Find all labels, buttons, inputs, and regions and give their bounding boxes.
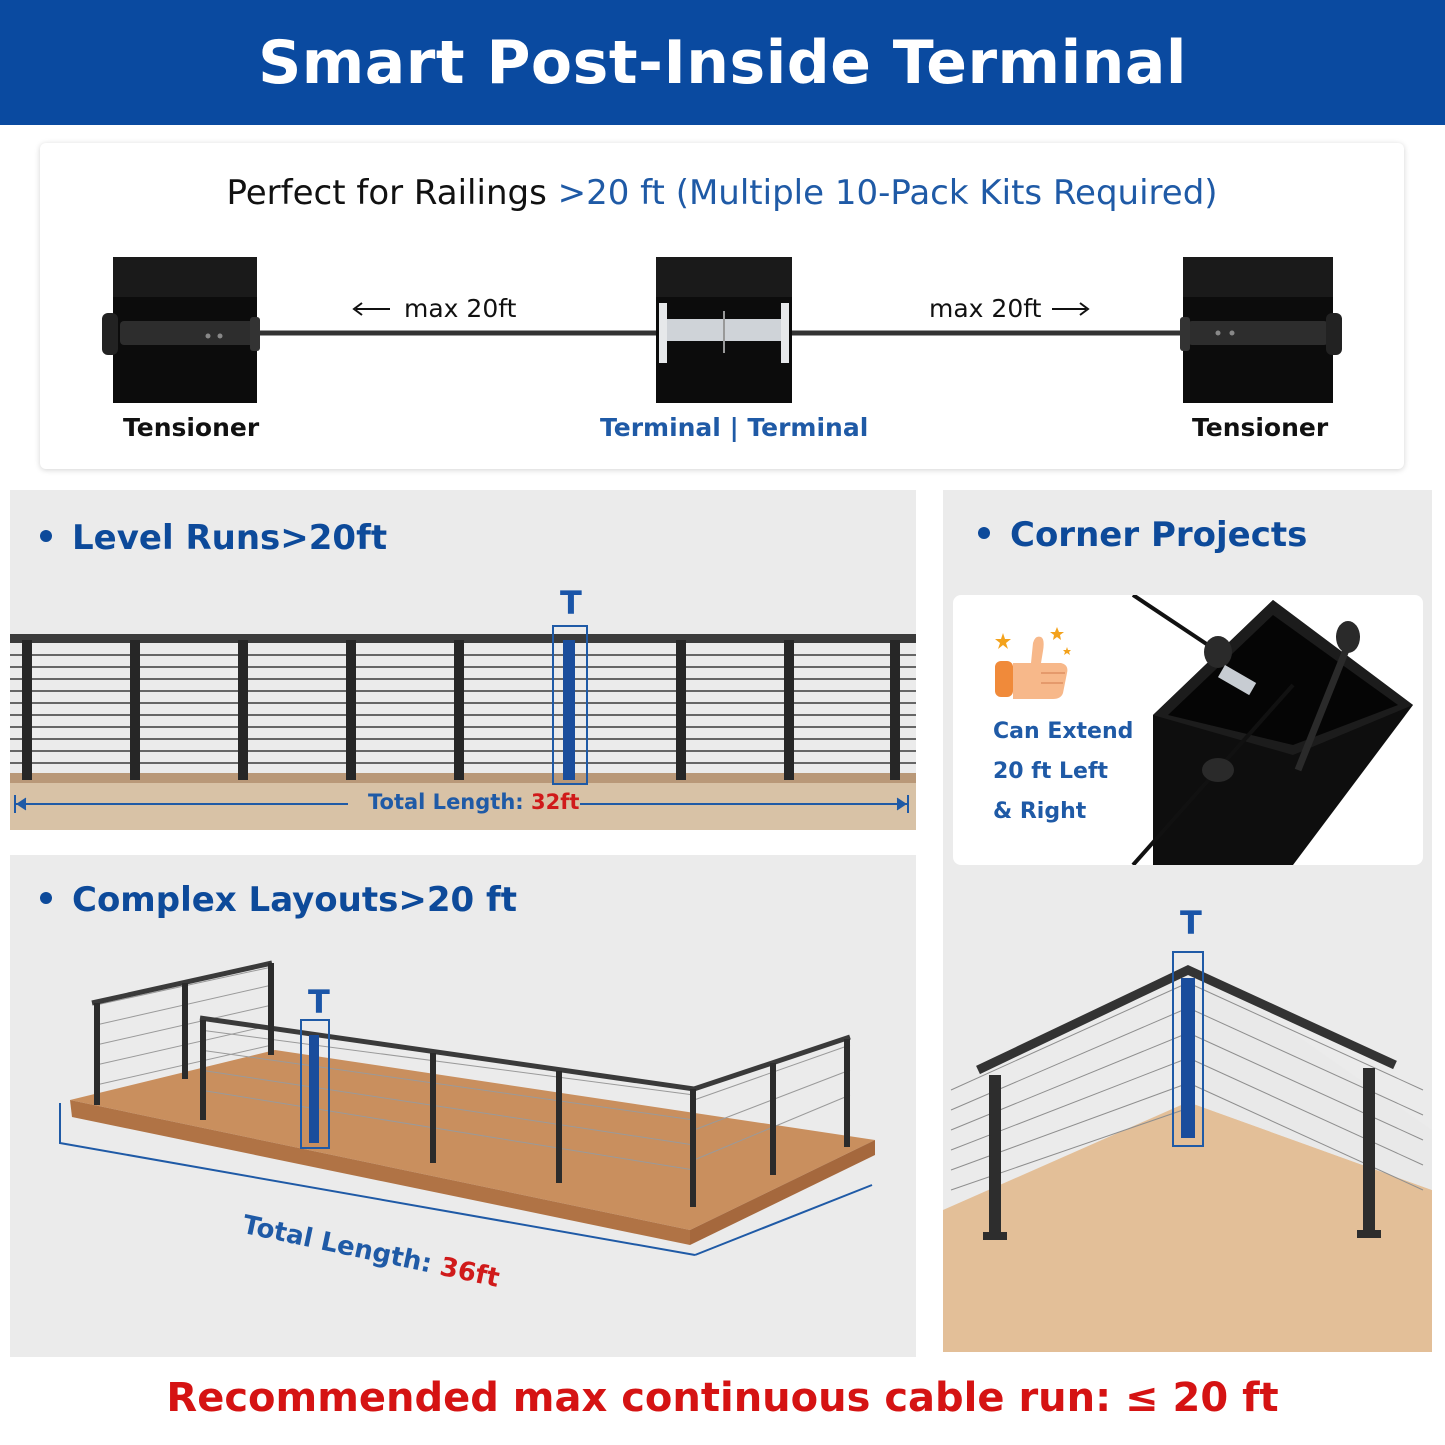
subtitle-prefix: Perfect for Railings — [226, 173, 547, 213]
arrow-right-icon — [1052, 302, 1090, 316]
terminal-marker: T — [560, 584, 582, 622]
extend-line-1: Can Extend — [993, 719, 1134, 744]
center-post — [656, 257, 792, 403]
corner-railing — [943, 951, 1432, 1352]
thumbs-up-icon — [991, 623, 1071, 701]
level-runs-railing — [10, 625, 916, 830]
level-runs-title-text: Level Runs>20ft — [72, 518, 388, 558]
extend-line-3: & Right — [993, 799, 1087, 824]
bullet-dot — [40, 529, 52, 542]
post-cable-diagram — [102, 257, 1342, 403]
subtitle-highlight: >20 ft (Multiple 10-Pack Kits Required) — [557, 173, 1218, 213]
terminal-marker: T — [308, 983, 330, 1021]
total-prefix: Total Length: — [368, 790, 524, 814]
level-runs-total: Total Length: 32ft — [368, 790, 579, 814]
corner-projects-title-text: Corner Projects — [1010, 515, 1308, 555]
corner-post-detail — [1131, 595, 1413, 865]
left-tensioner-label: Tensioner — [123, 413, 260, 442]
bullet-dot — [978, 526, 990, 539]
left-post — [102, 257, 260, 403]
extend-line-2: 20 ft Left — [993, 759, 1109, 784]
terminal-diagram-card: Perfect for Railings >20 ft (Multiple 10… — [40, 143, 1404, 469]
complex-layouts-title: Complex Layouts>20 ft — [40, 880, 517, 920]
arrow-left-icon — [352, 302, 390, 316]
card-subtitle: Perfect for Railings >20 ft (Multiple 10… — [40, 173, 1404, 213]
level-runs-panel: Level Runs>20ft T Total Length: 32f — [10, 490, 916, 830]
corner-detail-inset: Can Extend 20 ft Left & Right — [953, 595, 1423, 865]
complex-layouts-title-text: Complex Layouts>20 ft — [72, 880, 518, 920]
recommendation-footer: Recommended max continuous cable run: ≤ … — [166, 1375, 1279, 1421]
level-runs-title: Level Runs>20ft — [40, 518, 387, 558]
bullet-dot — [40, 891, 52, 904]
complex-layouts-panel: Complex Layouts>20 ft — [10, 855, 916, 1357]
right-distance-label: max 20ft — [929, 294, 1042, 323]
terminal-marker: T — [1180, 904, 1202, 942]
page-title: Smart Post-Inside Terminal — [258, 27, 1187, 98]
complex-layout-railing — [59, 960, 875, 1256]
right-tensioner-label: Tensioner — [1192, 413, 1329, 442]
terminal-label: Terminal | Terminal — [600, 413, 869, 442]
total-value: 32ft — [531, 790, 580, 814]
header-banner: Smart Post-Inside Terminal — [0, 0, 1445, 125]
right-post — [1180, 257, 1342, 403]
corner-projects-title: Corner Projects — [978, 515, 1307, 555]
left-distance-label: max 20ft — [404, 294, 517, 323]
